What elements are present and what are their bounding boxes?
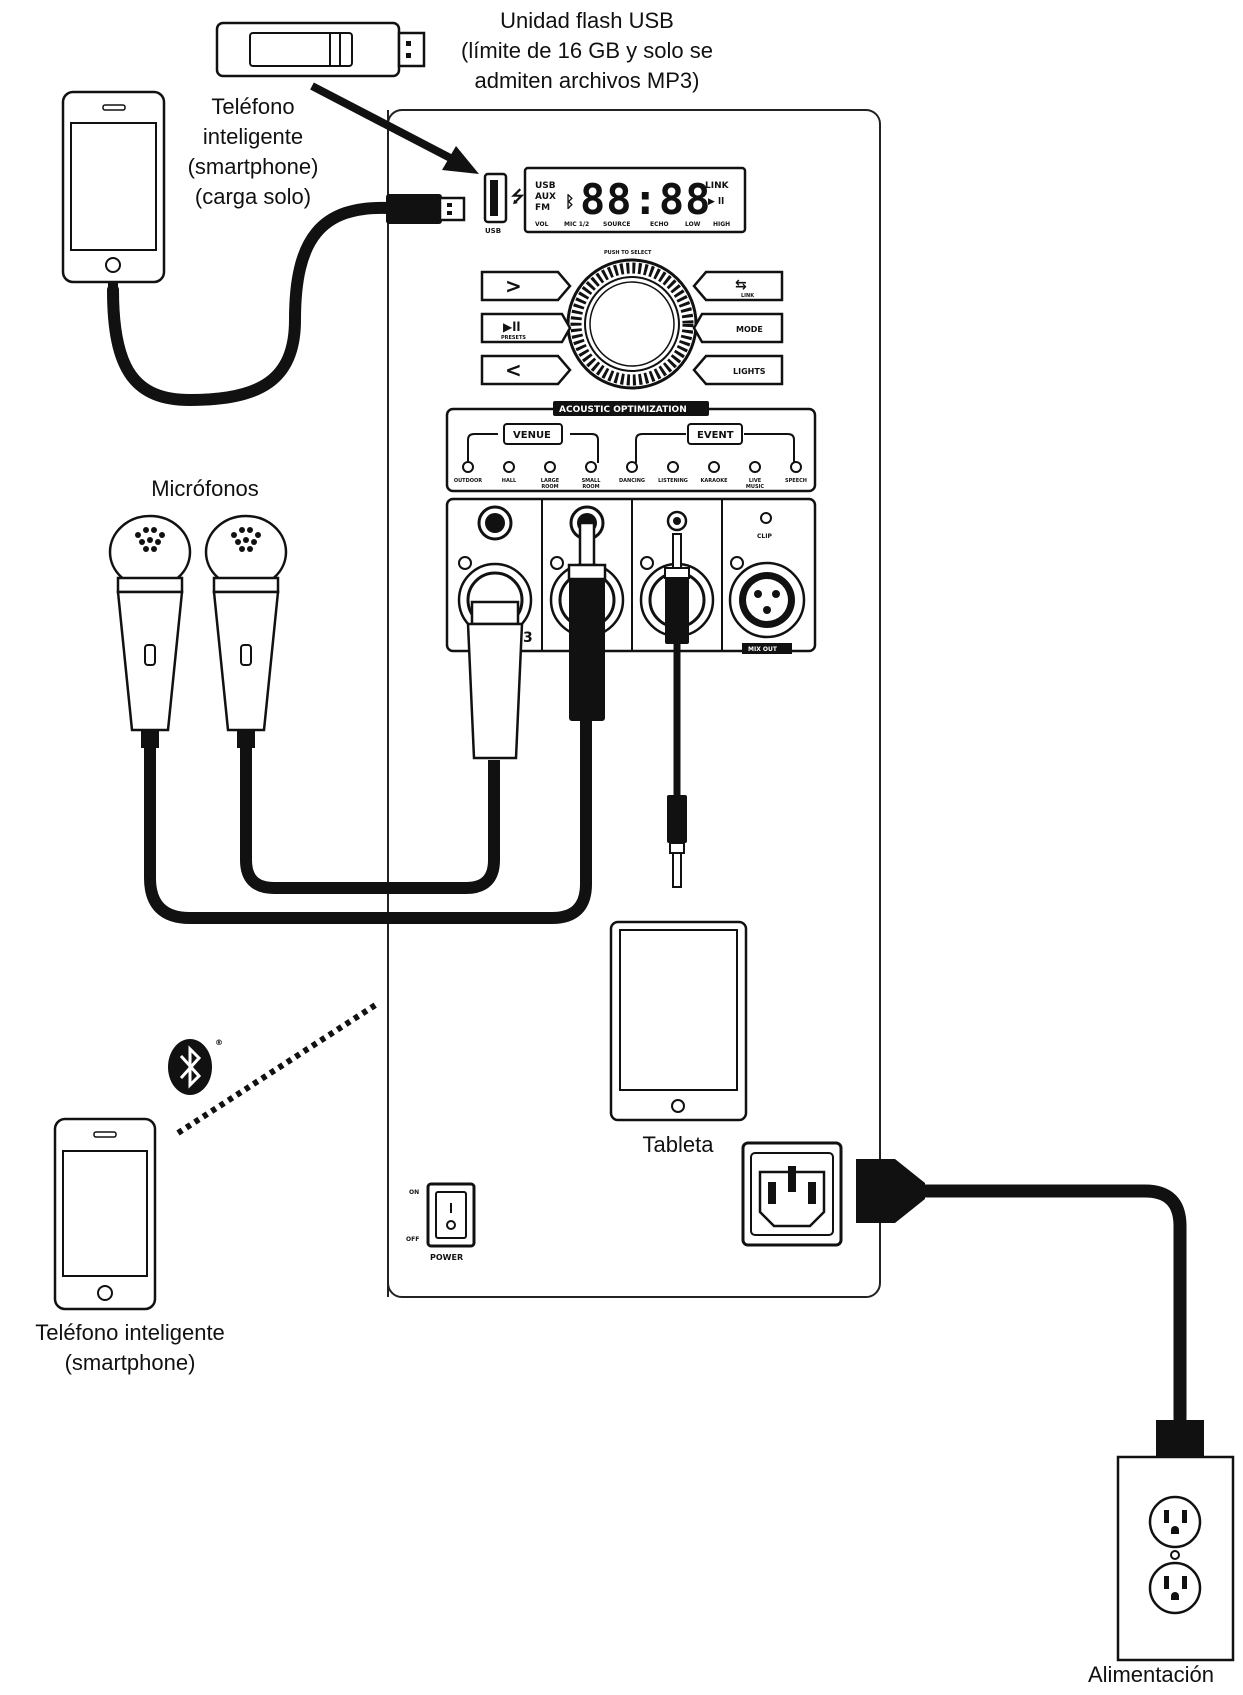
- power-on-label: ON: [409, 1189, 419, 1196]
- quarter-inch-jack-1: [477, 505, 513, 541]
- indicator-aux: AUX: [535, 192, 556, 202]
- preset-led: [790, 461, 802, 473]
- next-button[interactable]: >: [480, 270, 572, 302]
- svg-text:<: <: [505, 358, 522, 382]
- smartphone-charge-label: Teléfono inteligente (smartphone) (carga…: [187, 94, 319, 209]
- link-icon: ⇆: [735, 277, 747, 293]
- acoustic-title: ACOUSTIC OPTIMIZATION: [559, 405, 687, 415]
- lights-button[interactable]: LIGHTS: [692, 354, 784, 386]
- usb-cable-plug: [386, 194, 466, 224]
- prev-button[interactable]: <: [480, 354, 572, 386]
- usb-charge-cable: [107, 201, 396, 407]
- preset-label: KARAOKE: [700, 478, 728, 484]
- display-label-source: SOURCE: [603, 221, 630, 228]
- clip-led: [760, 512, 772, 524]
- preset-led: [626, 461, 638, 473]
- display-label-mic: MIC 1/2: [564, 221, 589, 228]
- tablet-label: Tableta: [642, 1132, 714, 1157]
- svg-text:®: ®: [215, 1038, 223, 1047]
- usb-flash-drive: [215, 21, 426, 78]
- preset-led: [708, 461, 720, 473]
- microphone-2: [204, 514, 288, 748]
- link-button[interactable]: ⇆ LINK: [692, 270, 784, 302]
- svg-text:LIGHTS: LIGHTS: [733, 367, 766, 376]
- select-knob[interactable]: [566, 258, 698, 390]
- preset-label: SMALL: [582, 478, 602, 484]
- preset-label: DANCING: [619, 478, 645, 484]
- preset-led: [667, 461, 679, 473]
- smartphone-charging: [61, 90, 166, 284]
- mic-2-cable: [240, 748, 500, 894]
- power-switch[interactable]: ON OFF POWER: [406, 1182, 476, 1262]
- display-digits: 88:88: [580, 175, 711, 224]
- usb-flash-drive-label: Unidad flash USB (límite de 16 GB y solo…: [461, 8, 713, 93]
- usb-port-label: USB: [485, 227, 501, 235]
- clip-label: CLIP: [757, 533, 772, 540]
- smartphone-bluetooth: [53, 1117, 157, 1311]
- wall-outlet: [1116, 1455, 1235, 1662]
- presets-label: PRESETS: [501, 335, 526, 341]
- power-off-label: OFF: [406, 1236, 419, 1243]
- indicator-fm: FM: [535, 203, 550, 213]
- usb-insert-arrow: [310, 82, 479, 174]
- power-cord: [925, 1184, 1187, 1420]
- svg-text:>: >: [505, 274, 522, 298]
- tablet: [609, 920, 748, 1122]
- smartphone-bluetooth-label: Teléfono inteligente (smartphone): [35, 1320, 225, 1375]
- xlr-plug: [466, 600, 524, 760]
- preset-label: SPEECH: [785, 478, 807, 484]
- venue-label: VENUE: [513, 430, 551, 441]
- preset-label: LARGE: [541, 478, 560, 484]
- display-label-echo: ECHO: [650, 221, 669, 228]
- event-label: EVENT: [697, 430, 734, 441]
- bluetooth-indicator-icon: ᛒ: [565, 192, 575, 211]
- knob-label: PUSH TO SELECT: [604, 250, 652, 256]
- svg-text:▶ll: ▶ll: [503, 320, 520, 334]
- indicator-usb: USB: [535, 181, 556, 191]
- svg-text:MODE: MODE: [736, 325, 763, 334]
- preset-led: [749, 461, 761, 473]
- power-label: Alimentación: [1088, 1662, 1214, 1687]
- preset-led: [544, 461, 556, 473]
- mode-button[interactable]: MODE: [692, 312, 784, 344]
- svg-text:LINK: LINK: [741, 293, 755, 299]
- aux-jack: [666, 510, 688, 532]
- quarter-inch-plug: [567, 521, 607, 721]
- preset-label: ROOM: [582, 484, 599, 490]
- lcd-display: USB AUX FM ᛒ 88:88 LINK ▶ ll VOL MIC 1/2…: [523, 166, 747, 234]
- indicator-link: LINK: [705, 181, 730, 191]
- preset-label: OUTDOOR: [454, 478, 482, 484]
- usb-port: USB ⭍: [483, 172, 525, 235]
- preset-led: [585, 461, 597, 473]
- preset-label: ROOM: [541, 484, 558, 490]
- display-label-low: LOW: [685, 221, 701, 228]
- preset-label: LISTENING: [658, 478, 688, 484]
- ac-power-inlet: [741, 1141, 843, 1247]
- iec-power-plug: [856, 1159, 925, 1223]
- play-pause-button[interactable]: ▶ll PRESETS: [480, 312, 572, 344]
- preset-label: MUSIC: [746, 484, 764, 490]
- preset-label: LIVE: [749, 478, 762, 484]
- display-label-vol: VOL: [535, 221, 549, 228]
- microphone-1: [108, 514, 192, 748]
- aux-cable: [664, 533, 690, 888]
- mix-out-label: MIX OUT: [748, 646, 778, 653]
- bluetooth-icon: ®: [168, 1038, 223, 1095]
- preset-led: [462, 461, 474, 473]
- indicator-play: ▶ ll: [708, 197, 724, 207]
- input-number: 3: [523, 630, 533, 646]
- display-label-high: HIGH: [713, 221, 730, 228]
- power-label: POWER: [430, 1253, 463, 1262]
- preset-led: [503, 461, 515, 473]
- acoustic-optimization-panel: ACOUSTIC OPTIMIZATION VENUE EVENT OUTDOO…: [445, 401, 817, 493]
- preset-label: HALL: [502, 478, 517, 484]
- svg-text:⭍: ⭍: [511, 187, 525, 206]
- xlr-mix-out-jack: [728, 556, 806, 639]
- mic-1-cable: [144, 715, 592, 924]
- microphones-label: Micrófonos: [151, 476, 259, 501]
